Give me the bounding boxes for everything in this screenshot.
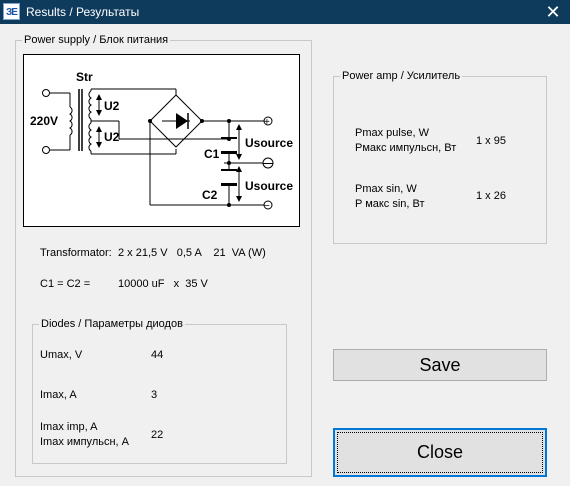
negative-terminal bbox=[263, 200, 273, 210]
mains-voltage-label: 220V bbox=[30, 114, 58, 128]
power-supply-legend: Power supply / Блок питания bbox=[22, 34, 171, 47]
imax-imp-label-2: Imax импульсн, A bbox=[40, 436, 129, 448]
mains-terminal-top bbox=[42, 89, 50, 97]
pmax-sin-value: 1 x 26 bbox=[476, 190, 506, 202]
transformator-value: 2 x 21,5 V 0,5 A 21 VA (W) bbox=[118, 247, 266, 259]
secondary-coil-bottom bbox=[88, 122, 93, 152]
plus-label: + bbox=[264, 117, 270, 128]
minus-label: − bbox=[264, 201, 270, 212]
save-button[interactable]: Save bbox=[333, 349, 547, 381]
c1-label: C1 bbox=[204, 147, 220, 161]
diodes-group: Diodes / Параметры диодов bbox=[32, 318, 287, 464]
imax-label: Imax, A bbox=[40, 389, 77, 401]
pmax-sin-label-1: Pmax sin, W bbox=[355, 183, 417, 195]
usource-top-label: Usource bbox=[245, 136, 293, 150]
window-close-button[interactable]: ✕ bbox=[545, 2, 561, 22]
umax-label: Umax, V bbox=[40, 349, 83, 361]
schematic-diagram: Str 220V U2 U2 C1 C2 Usource Usource + − bbox=[30, 70, 293, 212]
power-supply-group: Power supply / Блок питания bbox=[15, 34, 312, 477]
usource-bottom-label: Usource bbox=[245, 179, 293, 193]
imax-imp-value: 22 bbox=[151, 429, 164, 441]
pmax-pulse-value: 1 x 95 bbox=[476, 135, 506, 147]
pmax-pulse-label-1: Pmax pulse, W bbox=[355, 127, 429, 139]
c2-label: C2 bbox=[202, 188, 218, 202]
umax-value: 44 bbox=[151, 349, 164, 361]
close-button[interactable]: Close bbox=[333, 428, 547, 477]
imax-value: 3 bbox=[151, 389, 158, 401]
app-icon: ЗЕ bbox=[3, 3, 20, 20]
pmax-sin-label-2: P макс sin, Вт bbox=[355, 198, 425, 210]
u2-bottom-label: U2 bbox=[104, 130, 120, 144]
positive-terminal bbox=[263, 116, 273, 126]
window-title: Results / Результаты bbox=[26, 5, 140, 19]
primary-coil bbox=[68, 106, 73, 136]
title-bar: ЗЕ Results / Результаты ✕ bbox=[0, 0, 570, 24]
power-amp-legend: Power amp / Усилитель bbox=[340, 70, 463, 83]
pmax-pulse-label-2: Pмакс импульсн, Вт bbox=[355, 142, 457, 154]
power-amp-group: Power amp / Усилитель bbox=[333, 70, 547, 244]
close-button-label: Close bbox=[416, 442, 464, 462]
mains-terminal-bottom bbox=[42, 146, 50, 154]
capacitor-value: 10000 uF x 35 V bbox=[118, 278, 208, 290]
power-supply-schematic: Str 220V U2 U2 C1 C2 Usource Usource + − bbox=[23, 54, 300, 227]
imax-imp-label-1: Imax imp, A bbox=[40, 421, 98, 433]
bridge-rectifier bbox=[149, 94, 203, 148]
capacitor-label: C1 = C2 = bbox=[40, 278, 91, 290]
str-label: Str bbox=[76, 70, 93, 84]
u2-top-label: U2 bbox=[104, 99, 120, 113]
transformator-label: Transformator: bbox=[40, 247, 112, 259]
secondary-coil-top bbox=[88, 90, 93, 120]
diodes-legend: Diodes / Параметры диодов bbox=[39, 318, 185, 331]
